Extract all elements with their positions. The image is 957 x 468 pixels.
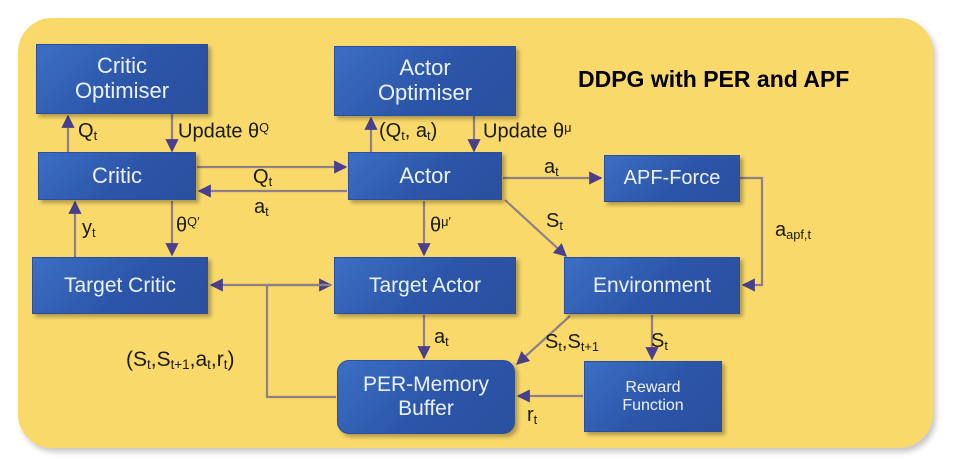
edge-environment-to-per-buffer xyxy=(516,315,571,365)
diagram-title: DDPG with PER and APF xyxy=(578,66,850,92)
node-label: Critic Optimiser xyxy=(74,53,170,103)
edge-label-transition-tuple: (St,St+1,at,rt) xyxy=(126,348,235,372)
edge-label-s-t-env-reward: St xyxy=(651,330,668,353)
edge-label-q-t-a-t-actor-opt: (Qt, at) xyxy=(379,120,438,143)
edge-label-q-t-critic-actor: Qt xyxy=(253,166,273,189)
edge-label-s-t-s-t1: St,St+1 xyxy=(545,331,599,354)
edge-label-update-theta-q: Update θQ xyxy=(178,120,270,143)
edge-label-a-t-target-actor: at xyxy=(434,326,449,349)
edge-actor-to-environment xyxy=(504,199,567,257)
node-label: APF-Force xyxy=(623,167,721,190)
node-label: Actor Optimiser xyxy=(377,55,473,105)
edge-per-buffer-to-target-actor xyxy=(265,278,336,399)
edge-label-update-theta-mu: Update θμ xyxy=(483,120,572,143)
edge-label-a-t-critic-actor: at xyxy=(254,196,269,219)
node-actor-optimiser[interactable]: Actor Optimiser xyxy=(334,46,516,116)
node-reward-function[interactable]: Reward Function xyxy=(584,361,722,432)
node-label: Target Critic xyxy=(63,273,177,297)
node-target-critic[interactable]: Target Critic xyxy=(32,257,208,314)
node-label: Critic xyxy=(91,162,143,188)
node-environment[interactable]: Environment xyxy=(564,257,740,314)
node-label: Actor xyxy=(399,162,451,188)
edge-label-a-t-actor-apf: at xyxy=(544,156,559,179)
edge-apf-force-to-environment xyxy=(740,176,764,292)
edge-label-s-t-actor-env: St xyxy=(546,210,563,233)
node-critic[interactable]: Critic xyxy=(38,152,196,200)
edge-label-theta-q-prime: θQ′ xyxy=(176,214,200,237)
edge-label-theta-mu-prime: θμ′ xyxy=(430,214,451,237)
node-apf-force[interactable]: APF-Force xyxy=(604,155,740,202)
node-actor[interactable]: Actor xyxy=(348,152,502,200)
node-label: Target Actor xyxy=(368,273,482,297)
edge-label-a-apf-t: aapf,t xyxy=(775,219,812,242)
edge-label-q-t-critic-opt: Qt xyxy=(78,120,98,143)
node-target-actor[interactable]: Target Actor xyxy=(334,257,516,314)
node-label: Environment xyxy=(593,273,711,297)
node-label: PER-Memory Buffer xyxy=(362,373,489,420)
node-critic-optimiser[interactable]: Critic Optimiser xyxy=(36,44,208,114)
node-per-memory-buffer[interactable]: PER-Memory Buffer xyxy=(337,360,515,434)
node-label: Reward Function xyxy=(622,378,684,414)
edge-label-y-t: yt xyxy=(82,217,96,240)
edge-label-r-t: rt xyxy=(527,404,538,427)
